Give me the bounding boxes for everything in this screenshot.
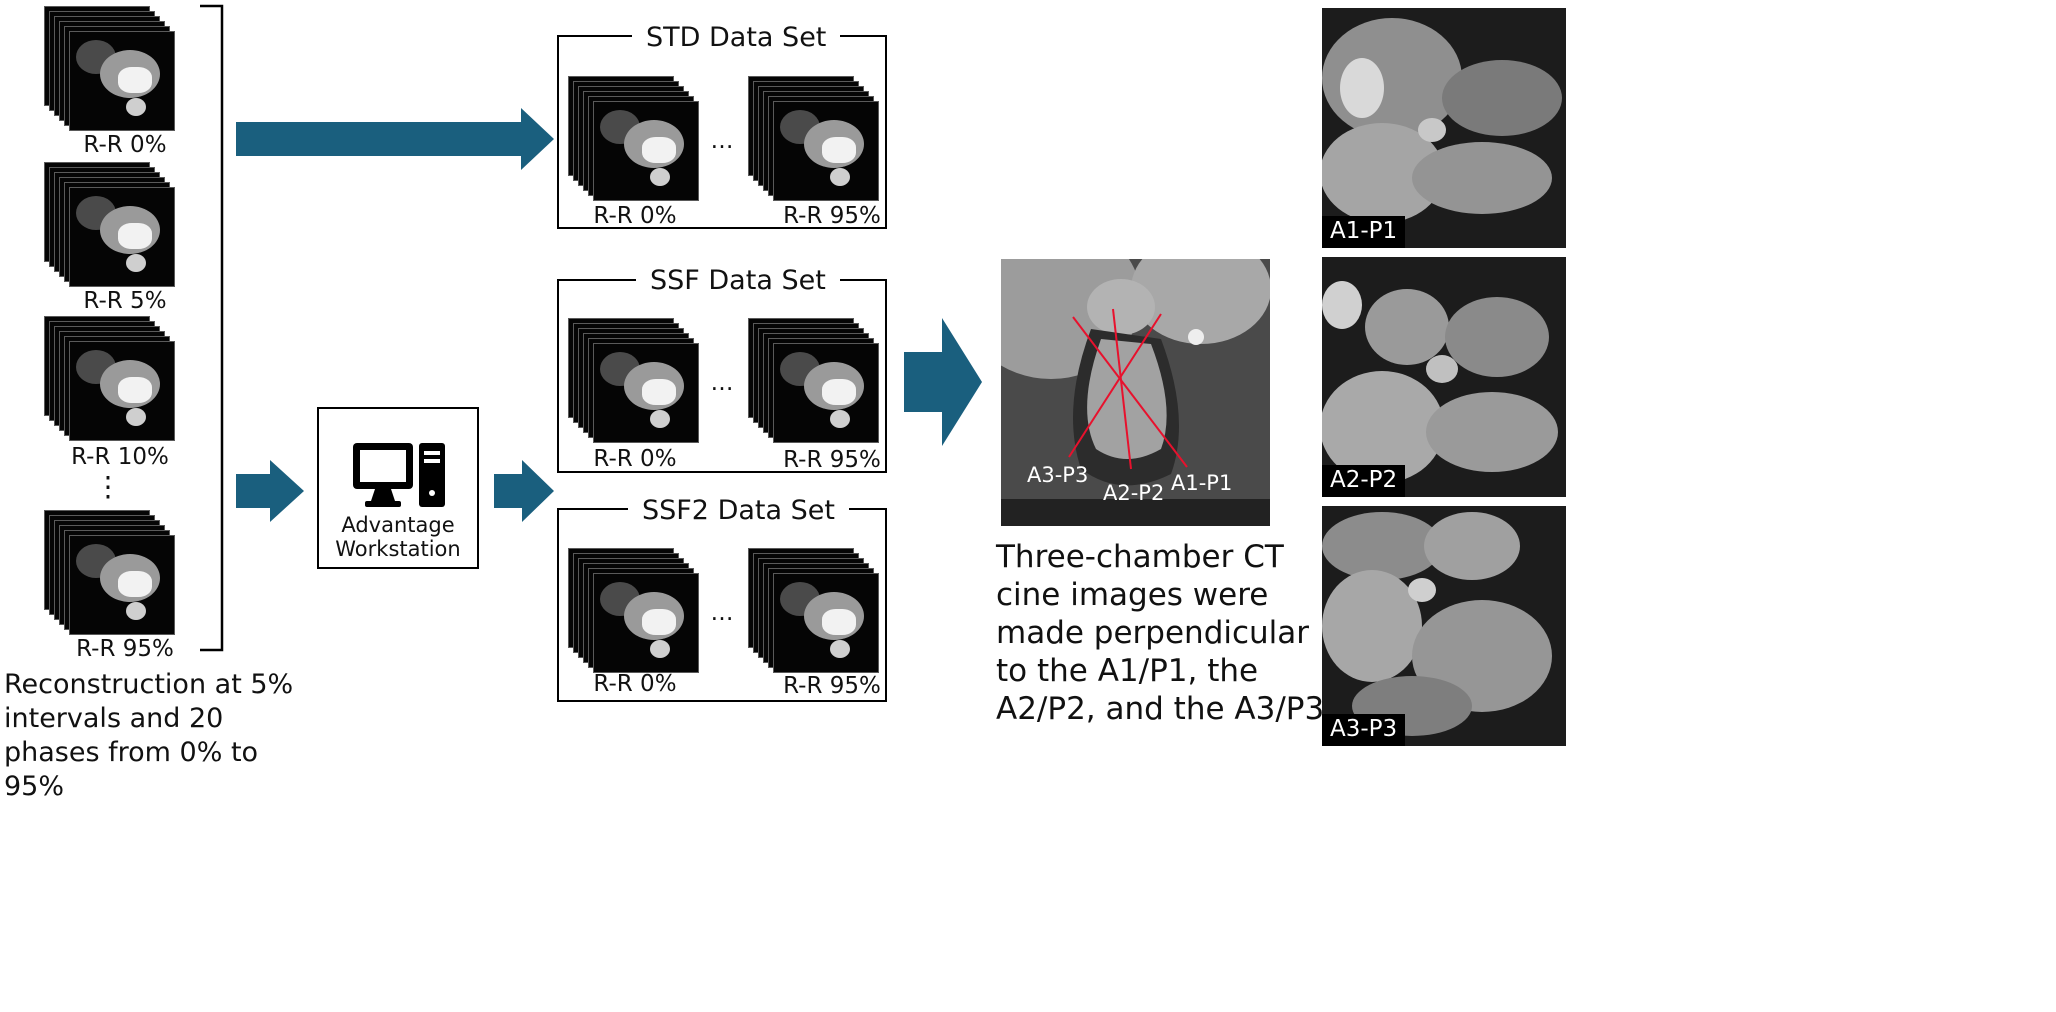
arrow-to-workstation bbox=[236, 460, 304, 522]
ellipsis: ⋮ bbox=[94, 470, 122, 503]
ct-anatomy-shape bbox=[830, 410, 850, 428]
planning-ct-drawing bbox=[1001, 259, 1270, 526]
workstation-label: Advantage Workstation bbox=[319, 513, 477, 561]
description-line: to the A1/P1, the bbox=[996, 653, 1259, 689]
image-stack bbox=[44, 162, 175, 287]
caption-line: 95% bbox=[4, 771, 65, 802]
ct-anatomy-shape bbox=[642, 379, 676, 405]
dataset-left-label: R-R 0% bbox=[593, 671, 677, 697]
ct-anatomy-shape bbox=[126, 254, 146, 272]
line-a1-p1 bbox=[1072, 316, 1188, 468]
ct-slice-thumbnail bbox=[69, 535, 175, 635]
ct-anatomy-shape bbox=[126, 602, 146, 620]
line-label: A2-P2 bbox=[1103, 481, 1165, 505]
description-line: made perpendicular bbox=[996, 615, 1310, 651]
ellipsis: … bbox=[710, 600, 734, 626]
ct-slice-thumbnail bbox=[69, 187, 175, 287]
dataset-title: SSF Data Set bbox=[636, 265, 840, 296]
image-stack bbox=[748, 318, 879, 443]
workstation-box: Advantage Workstation bbox=[317, 407, 479, 569]
result-ct-image-a2-p2: A2-P2 bbox=[1322, 257, 1566, 497]
ct-slice-thumbnail bbox=[69, 341, 175, 441]
ct-slice-thumbnail bbox=[593, 343, 699, 443]
ct-anatomy-shape bbox=[650, 640, 670, 658]
ct-anatomy-shape bbox=[118, 377, 152, 403]
result-image-label: A3-P3 bbox=[1322, 714, 1406, 746]
line-a2-p2 bbox=[1112, 308, 1132, 470]
caption-line: phases from 0% to bbox=[4, 737, 259, 768]
phase-label: R-R 10% bbox=[71, 444, 169, 470]
caption-line: intervals and 20 bbox=[4, 703, 224, 734]
ct-anatomy-shape bbox=[830, 640, 850, 658]
ellipsis: … bbox=[710, 128, 734, 154]
image-stack bbox=[568, 318, 699, 443]
image-stack bbox=[44, 6, 175, 131]
dataset-right-label: R-R 95% bbox=[783, 673, 881, 699]
dataset-right-label: R-R 95% bbox=[783, 203, 881, 229]
line-label: A3-P3 bbox=[1027, 463, 1089, 487]
caption-line: Reconstruction at 5% bbox=[4, 669, 294, 700]
ct-anatomy-shape bbox=[830, 168, 850, 186]
ct-anatomy-shape bbox=[118, 67, 152, 93]
line-label: A1-P1 bbox=[1171, 471, 1233, 495]
ct-anatomy-shape bbox=[822, 379, 856, 405]
ct-anatomy-shape bbox=[126, 408, 146, 426]
perpendicular-lines bbox=[1068, 308, 1188, 470]
image-stack bbox=[568, 76, 699, 201]
bracket bbox=[200, 4, 224, 652]
ct-drawing bbox=[1322, 257, 1566, 497]
phase-label: R-R 0% bbox=[83, 132, 167, 158]
arrow-to-std bbox=[236, 108, 554, 170]
arrow-to-planning bbox=[904, 318, 982, 446]
ct-anatomy-shape bbox=[650, 168, 670, 186]
result-image-label: A2-P2 bbox=[1322, 465, 1406, 497]
ct-anatomy-shape bbox=[822, 137, 856, 163]
image-stack bbox=[44, 316, 175, 441]
description-line: Three-chamber CT bbox=[996, 539, 1284, 575]
dataset-right-label: R-R 95% bbox=[783, 447, 881, 473]
description-line: cine images were bbox=[996, 577, 1269, 613]
ct-slice-thumbnail bbox=[69, 31, 175, 131]
ct-anatomy-shape bbox=[118, 571, 152, 597]
line-a3-p3 bbox=[1068, 313, 1162, 458]
image-stack bbox=[748, 76, 879, 201]
ct-anatomy-shape bbox=[118, 223, 152, 249]
dataset-left-label: R-R 0% bbox=[593, 446, 677, 472]
ct-drawing bbox=[1322, 506, 1566, 746]
phase-label: R-R 95% bbox=[76, 636, 174, 662]
arrow-to-ssf bbox=[494, 460, 554, 522]
image-stack bbox=[568, 548, 699, 673]
ct-anatomy-shape bbox=[642, 137, 676, 163]
ct-drawing bbox=[1322, 8, 1566, 248]
description-text: Three-chamber CT cine images were made p… bbox=[996, 538, 1334, 728]
reconstruction-caption: Reconstruction at 5% intervals and 20 ph… bbox=[4, 668, 293, 804]
workstation-label-line: Advantage bbox=[341, 513, 455, 537]
computer-workstation-icon bbox=[353, 443, 445, 507]
dataset-left-label: R-R 0% bbox=[593, 203, 677, 229]
planning-ct-image: A3-P3 A2-P2 A1-P1 bbox=[1001, 259, 1270, 526]
description-line: A2/P2, and the A3/P3. bbox=[996, 691, 1335, 727]
ellipsis: … bbox=[710, 370, 734, 396]
ct-anatomy-shape bbox=[650, 410, 670, 428]
ct-slice-thumbnail bbox=[773, 573, 879, 673]
dataset-title: STD Data Set bbox=[632, 22, 841, 53]
ct-anatomy-shape bbox=[822, 609, 856, 635]
ct-anatomy-shape bbox=[642, 609, 676, 635]
ct-slice-thumbnail bbox=[773, 343, 879, 443]
dataset-title: SSF2 Data Set bbox=[628, 495, 849, 526]
ct-slice-thumbnail bbox=[593, 101, 699, 201]
phase-label: R-R 5% bbox=[83, 288, 167, 314]
ct-slice-thumbnail bbox=[593, 573, 699, 673]
ct-slice-thumbnail bbox=[773, 101, 879, 201]
result-image-label: A1-P1 bbox=[1322, 216, 1406, 248]
result-ct-image-a3-p3: A3-P3 bbox=[1322, 506, 1566, 746]
workstation-label-line: Workstation bbox=[335, 537, 461, 561]
result-ct-image-a1-p1: A1-P1 bbox=[1322, 8, 1566, 248]
image-stack bbox=[44, 510, 175, 635]
image-stack bbox=[748, 548, 879, 673]
ct-anatomy-shape bbox=[126, 98, 146, 116]
